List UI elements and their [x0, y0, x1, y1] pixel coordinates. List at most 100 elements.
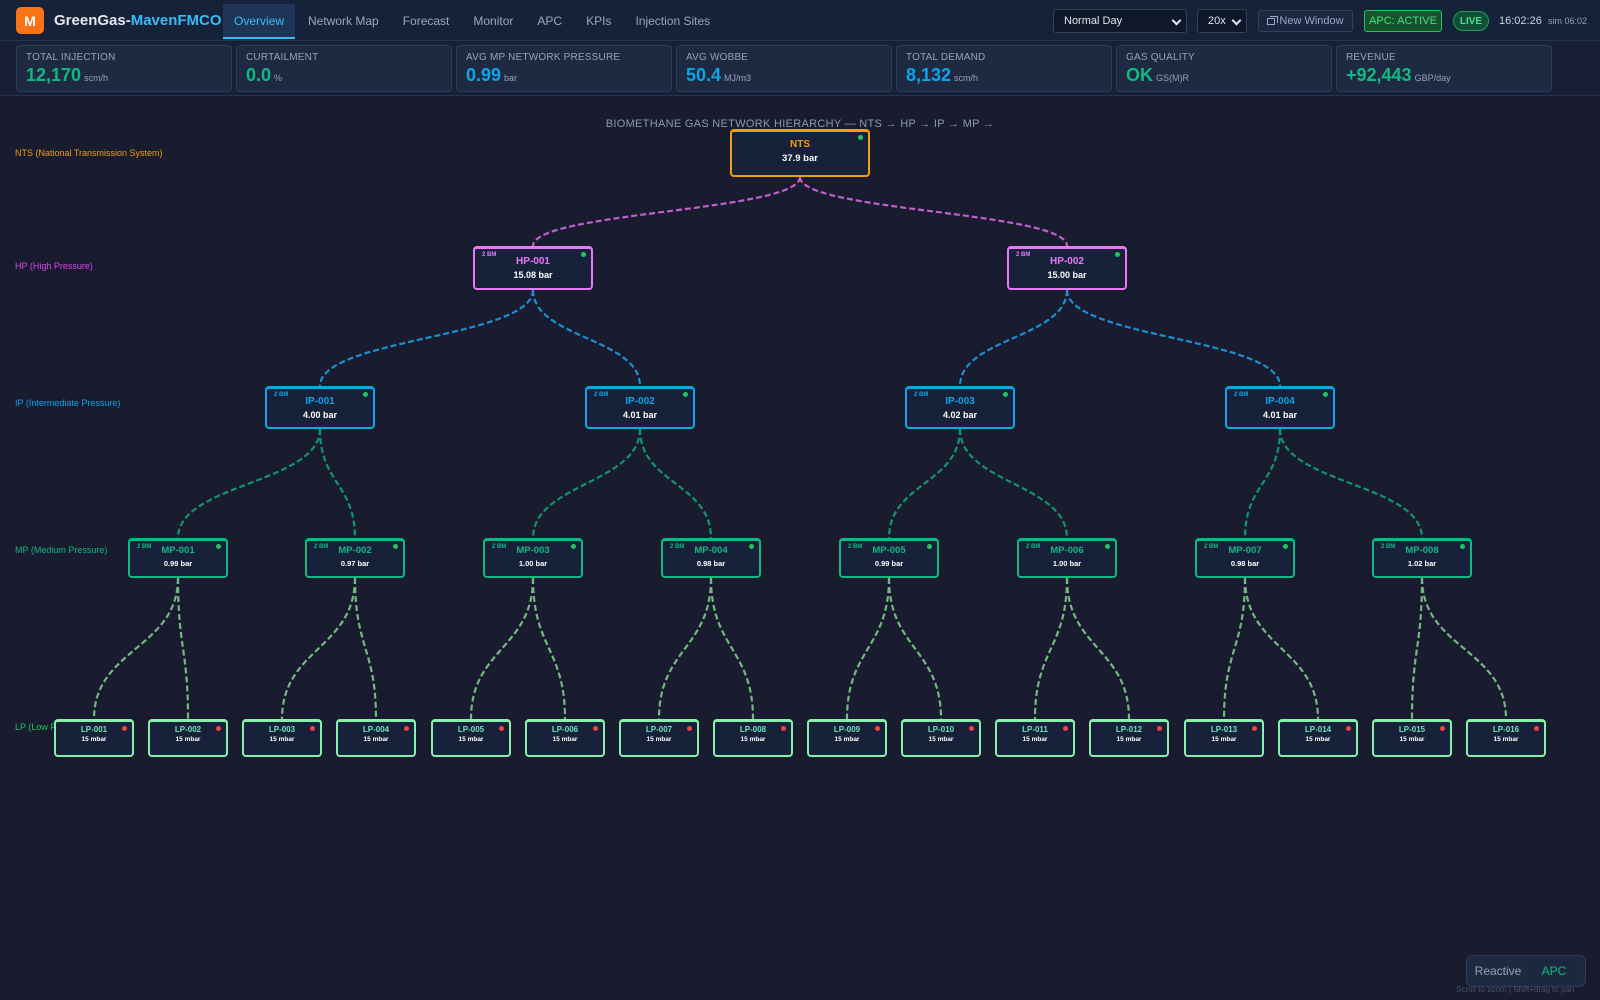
- level-label-hp: HP (High Pressure): [15, 261, 93, 271]
- status-dot-icon: [593, 726, 598, 731]
- node-pressure: 15 mbar: [269, 736, 295, 743]
- node-name: IP-004: [1265, 396, 1295, 407]
- link-hp-ip: [958, 289, 1069, 387]
- link-nts-hp: [531, 176, 802, 247]
- link-mp-lp: [92, 577, 180, 720]
- link-nts-hp: [798, 176, 1069, 247]
- mode-apc-button[interactable]: APC: [1526, 958, 1582, 984]
- node-pressure: 1.00 bar: [518, 559, 548, 568]
- node-pressure: 15 mbar: [646, 736, 672, 743]
- link-mp-lp: [1065, 577, 1131, 720]
- biomethane-count: 2 BM: [914, 392, 929, 398]
- mode-reactive-button[interactable]: Reactive: [1474, 964, 1522, 978]
- status-dot-icon: [393, 544, 398, 549]
- tab-monitor[interactable]: Monitor: [473, 13, 514, 28]
- biomethane-count: 2 BM: [848, 544, 863, 550]
- node-name: MP-002: [338, 545, 372, 556]
- kpi-label: Avg Wobbe: [686, 52, 749, 63]
- status-dot-icon: [1157, 726, 1162, 731]
- node-pressure: 15.08 bar: [513, 270, 553, 280]
- link-mp-lp: [887, 577, 943, 720]
- speed-select-value: 20x: [1208, 15, 1226, 27]
- node-name: LP-012: [1115, 725, 1143, 734]
- node-name: LP-007: [645, 725, 673, 734]
- kpi-label: Avg MP Network Pressure: [466, 52, 621, 63]
- level-label-lp: LP (Low Pressure): [15, 722, 90, 732]
- apc-status-badge[interactable]: APC: ACTIVE: [1364, 10, 1442, 32]
- new-window-icon: [1267, 15, 1279, 25]
- node-pressure: 15 mbar: [175, 736, 201, 743]
- tab-overview[interactable]: Overview: [223, 4, 296, 39]
- node-pressure: 1.00 bar: [1052, 559, 1082, 568]
- link-ip-mp: [176, 428, 322, 539]
- link-hp-ip: [318, 289, 535, 387]
- tab-injection-sites[interactable]: Injection Sites: [635, 13, 711, 28]
- node-name: LP-016: [1492, 725, 1520, 734]
- kpi-unit: bar: [504, 73, 518, 83]
- status-dot-icon: [1003, 392, 1008, 397]
- tab-forecast[interactable]: Forecast: [402, 13, 450, 28]
- app-title: GreenGas-MavenFMCO: [54, 12, 222, 29]
- node-pressure: 15 mbar: [363, 736, 389, 743]
- tab-kpis[interactable]: KPIs: [586, 13, 612, 28]
- speed-select[interactable]: 20x: [1197, 9, 1247, 33]
- kpi-unit: GS(M)R: [1156, 73, 1189, 83]
- kpi-label: Total Injection: [26, 52, 116, 63]
- node-name: MP-004: [694, 545, 728, 556]
- tab-apc[interactable]: APC: [537, 13, 563, 28]
- new-window-button[interactable]: New Window: [1258, 10, 1353, 32]
- kpi-label: Total Demand: [906, 52, 986, 63]
- node-name: HP-002: [1050, 256, 1084, 267]
- biomethane-count: 2 BM: [1026, 544, 1041, 550]
- app-title-main: GreenGas-: [54, 12, 131, 29]
- biomethane-count: 2 BM: [492, 544, 507, 550]
- node-lp-007[interactable]: LP-007 15 mbar: [619, 719, 699, 757]
- node-name: LP-001: [80, 725, 108, 734]
- link-mp-lp: [280, 577, 357, 720]
- status-dot-icon: [581, 252, 586, 257]
- status-dot-icon: [499, 726, 504, 731]
- link-ip-mp: [1278, 428, 1424, 539]
- status-dot-icon: [927, 544, 932, 549]
- tab-network-map[interactable]: Network Map: [308, 13, 379, 28]
- node-pressure: 4.01 bar: [622, 410, 658, 420]
- scenario-select[interactable]: Normal Day: [1053, 9, 1187, 33]
- node-pressure: 37.9 bar: [782, 153, 818, 164]
- node-name: IP-002: [625, 396, 655, 407]
- link-ip-mp: [887, 428, 962, 539]
- node-name: LP-014: [1304, 725, 1332, 734]
- level-label-ip: IP (Intermediate Pressure): [15, 398, 121, 408]
- status-dot-icon: [969, 726, 974, 731]
